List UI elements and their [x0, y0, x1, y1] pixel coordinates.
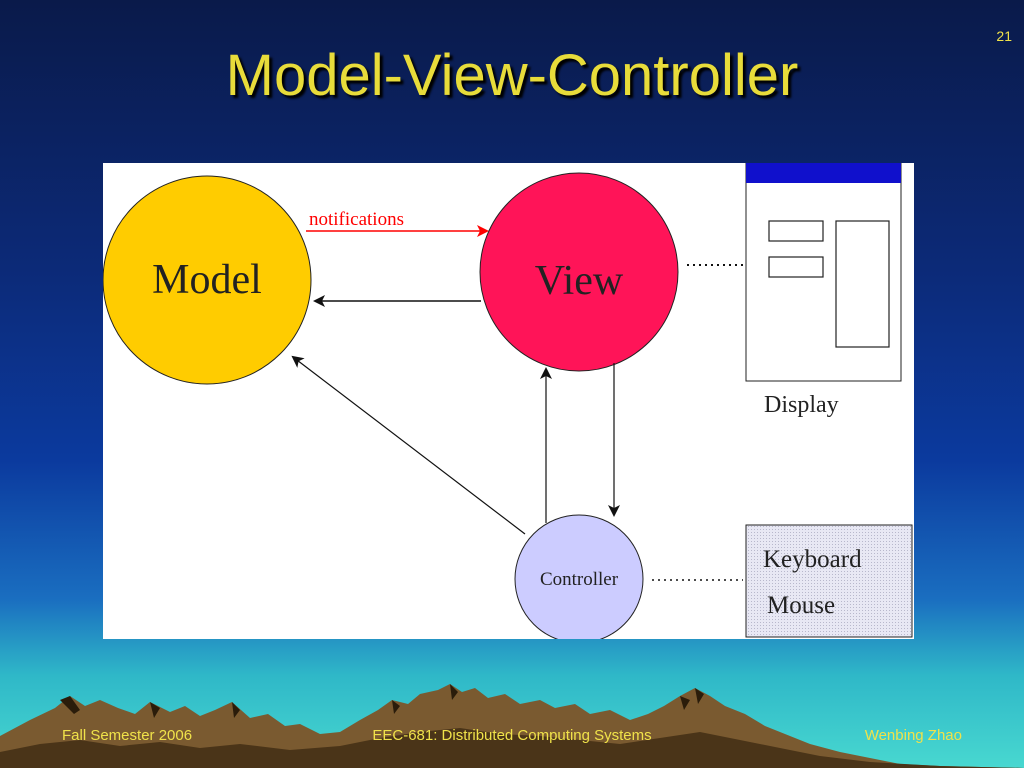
display-field-2: [768, 256, 824, 278]
model-circle: [103, 175, 312, 385]
model-label: Model: [152, 257, 262, 303]
display-titlebar: [746, 163, 901, 183]
notifications-label: notifications: [309, 209, 404, 230]
view-circle: [479, 172, 679, 372]
mouse-label: Mouse: [767, 592, 835, 619]
display-panel: [835, 220, 890, 348]
input-devices-box: Keyboard Mouse: [745, 524, 913, 638]
keyboard-label: Keyboard: [763, 546, 862, 573]
display-field-1: [768, 220, 824, 242]
controller-circle: [514, 514, 644, 639]
controller-label: Controller: [540, 569, 619, 590]
footer-author: Wenbing Zhao: [864, 727, 962, 744]
footer-semester: Fall Semester 2006: [62, 727, 193, 744]
controller-to-model-arrow: [291, 355, 526, 535]
view-label: View: [535, 258, 624, 304]
display-label: Display: [764, 392, 839, 418]
slide-title: Model-View-Controller: [225, 43, 799, 108]
footer-course: EEC-681: Distributed Computing Systems: [372, 727, 652, 744]
mountains-decoration: [0, 684, 1024, 768]
display-window: [745, 163, 902, 382]
mvc-diagram-svg: Model View Controller notifications Disp: [103, 163, 913, 639]
mvc-diagram: Model View Controller notifications Disp: [103, 163, 914, 639]
slide-number: 21: [996, 28, 1012, 44]
